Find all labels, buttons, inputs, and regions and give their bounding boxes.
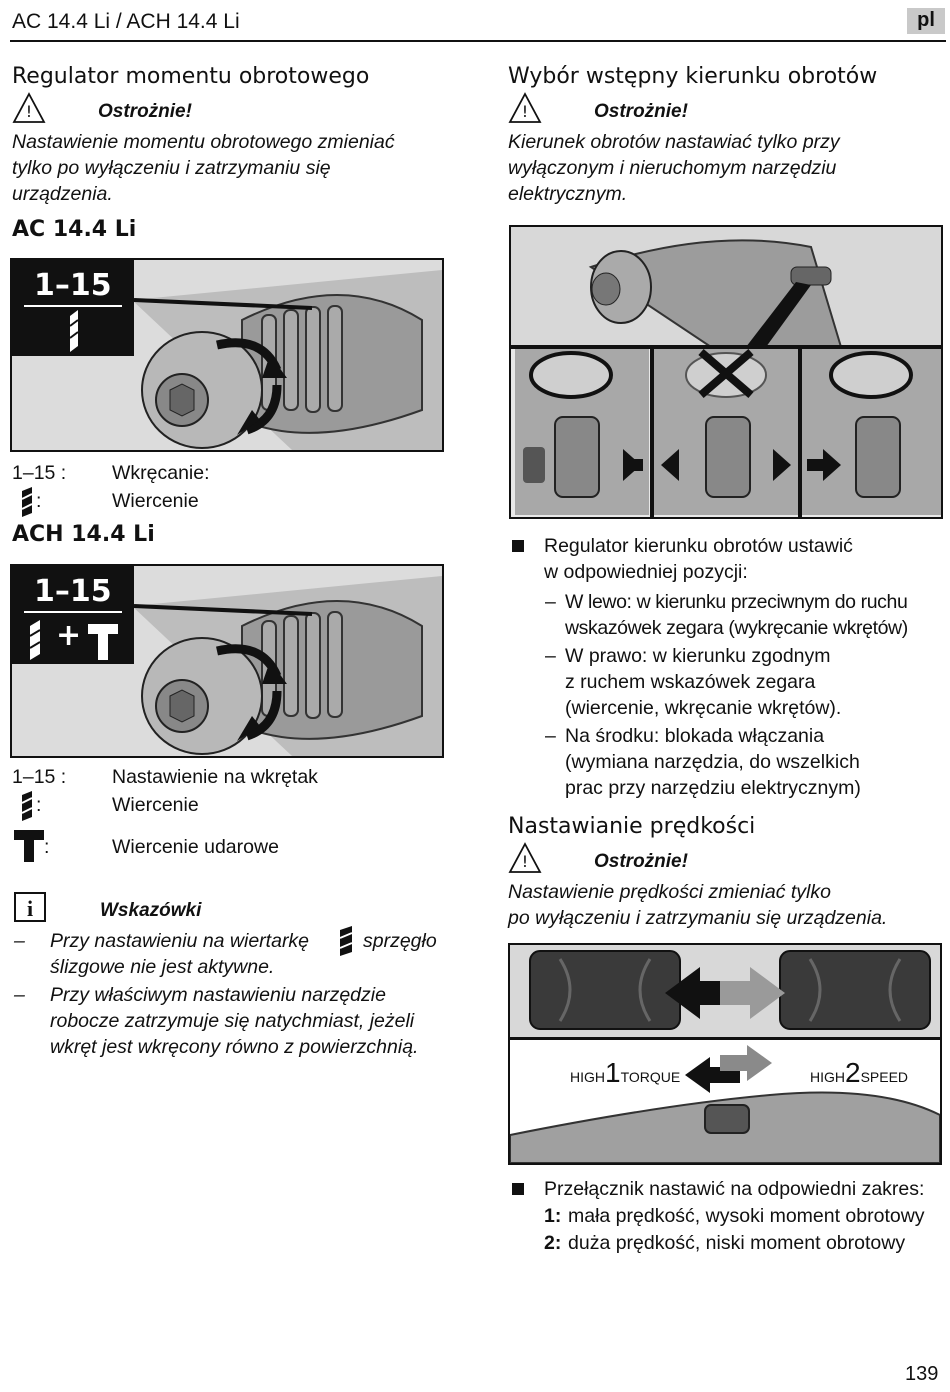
speed-item-number: 1: xyxy=(544,1205,562,1227)
svg-text:!: ! xyxy=(26,102,32,121)
legend-key: : xyxy=(36,490,42,512)
warning-line: elektrycznym. xyxy=(508,183,628,205)
ac-torque-figure: 1–15 xyxy=(10,258,444,452)
legend-value: Nastawienie na wkrętak xyxy=(112,766,318,788)
torque-section-title: Regulator momentu obrotowego xyxy=(12,64,370,89)
gear-mode-text: TORQUE xyxy=(620,1069,681,1085)
note-dash: – xyxy=(14,984,25,1006)
ac-model-heading: AC 14.4 Li xyxy=(12,217,137,242)
svg-text:i: i xyxy=(27,896,33,921)
legend-value: Wiercenie udarowe xyxy=(112,836,279,858)
speed-figure: HIGH1TORQUE HIGH2SPEED xyxy=(508,943,942,1165)
legend-key: 1–15 : xyxy=(12,462,67,484)
bullet-square xyxy=(512,540,524,552)
direction-item-middle: Na środku: blokada włączania (wymiana na… xyxy=(565,723,861,801)
item-line: W prawo: w kierunku zgodnym xyxy=(565,645,831,667)
header-divider xyxy=(10,40,946,42)
figure-plus-label: + xyxy=(56,618,82,653)
item-dash: – xyxy=(545,725,556,747)
note-dash: – xyxy=(14,930,25,952)
direction-instruction: Regulator kierunku obrotów ustawić w odp… xyxy=(544,533,853,585)
warning-line: po wyłączeniu i zatrzymaniu się urządzen… xyxy=(508,907,888,929)
language-badge: pl xyxy=(907,8,945,34)
figure-range-label: 1–15 xyxy=(34,574,112,609)
gear1-label: HIGH1TORQUE xyxy=(570,1057,680,1089)
note-text: sprzęgło xyxy=(363,930,437,952)
direction-item-left: W lewo: w kierunku przeciwnym do ruchu w… xyxy=(565,589,908,641)
note-text: ślizgowe nie jest aktywne. xyxy=(50,956,275,978)
gear-number: 2 xyxy=(845,1057,861,1088)
item-dash: – xyxy=(545,645,556,667)
item-dash: – xyxy=(545,591,556,613)
caution-row: ! xyxy=(12,92,46,129)
ach-model-heading: ACH 14.4 Li xyxy=(12,522,155,547)
info-icon: i xyxy=(14,892,46,922)
gear2-label: HIGH2SPEED xyxy=(810,1057,908,1089)
drill-icon xyxy=(21,791,33,821)
figure-range-label: 1–15 xyxy=(34,268,112,303)
warning-triangle-icon: ! xyxy=(12,92,46,123)
item-line: prac przy narzędziu elektrycznym) xyxy=(565,777,861,799)
gear-mode-text: SPEED xyxy=(860,1069,909,1085)
direction-section-title: Wybór wstępny kierunku obrotów xyxy=(508,64,878,89)
legend-key: : xyxy=(44,836,50,858)
legend-value: Wiercenie xyxy=(112,490,199,512)
warning-line: urządzenia. xyxy=(12,183,113,205)
note-line: robocze zatrzymuje się natychmiast, jeże… xyxy=(50,1010,415,1032)
note-line: Przy właściwym nastawieniu narzędzie xyxy=(50,984,386,1006)
page-number: 139 xyxy=(905,1363,939,1385)
direction-item-right: W prawo: w kierunku zgodnym z ruchem wsk… xyxy=(565,643,841,721)
hammer-icon xyxy=(14,830,44,862)
speed-instruction: Przełącznik nastawić na odpowiedni zakre… xyxy=(544,1178,925,1200)
bullet-square xyxy=(512,1183,524,1195)
caution-label: Ostrożnie! xyxy=(594,851,688,872)
speed-section-title: Nastawianie prędkości xyxy=(508,814,756,839)
gear-high-text: HIGH xyxy=(570,1069,605,1085)
note-line: wkręt jest wkręcony równo z powierzchnią… xyxy=(50,1036,419,1058)
svg-text:!: ! xyxy=(522,102,528,121)
drill-icon xyxy=(339,926,353,956)
warning-triangle-icon: ! xyxy=(508,92,542,123)
item-line: z ruchem wskazówek zegara xyxy=(565,671,816,693)
legend-key: : xyxy=(36,794,42,816)
speed-item-text: duża prędkość, niski moment obrotowy xyxy=(568,1232,906,1254)
speed-warning: Nastawienie prędkości zmieniać tylko po … xyxy=(508,879,887,931)
direction-figure xyxy=(509,225,943,519)
item-line: (wiercenie, wkręcanie wkrętów). xyxy=(565,697,842,719)
note-text: Przy nastawieniu na wiertarkę xyxy=(50,930,310,952)
drill-icon xyxy=(21,487,33,517)
note-text: Przy właściwym nastawieniu narzędzie rob… xyxy=(50,982,418,1060)
warning-line: Nastawienie prędkości zmieniać tylko xyxy=(508,881,831,903)
instruction-line: Regulator kierunku obrotów ustawić xyxy=(544,535,853,557)
torque-warning: Nastawienie momentu obrotowego zmieniać … xyxy=(12,129,395,207)
legend-key: 1–15 : xyxy=(12,766,67,788)
legend-value: Wiercenie xyxy=(112,794,199,816)
speed-item-number: 2: xyxy=(544,1232,562,1254)
warning-line: wyłączonym i nieruchomym narzędziu xyxy=(508,157,837,179)
gear-high-text: HIGH xyxy=(810,1069,845,1085)
speed-item-text: mała prędkość, wysoki moment obrotowy xyxy=(568,1205,925,1227)
header-title: AC 14.4 Li / ACH 14.4 Li xyxy=(12,10,240,33)
instruction-line: w odpowiedniej pozycji: xyxy=(544,561,748,583)
caution-label: Ostrożnie! xyxy=(594,101,688,122)
gear-number: 1 xyxy=(605,1057,621,1088)
ach-torque-figure: 1–15 + xyxy=(10,564,444,758)
svg-text:!: ! xyxy=(522,852,528,871)
warning-line: tylko po wyłączeniu i zatrzymaniu się xyxy=(12,157,331,179)
notes-title: Wskazówki xyxy=(100,900,202,921)
warning-triangle-icon: ! xyxy=(508,842,542,873)
warning-line: Nastawienie momentu obrotowego zmieniać xyxy=(12,131,395,153)
item-line: (wymiana narzędzia, do wszelkich xyxy=(565,751,860,773)
legend-value: Wkręcanie: xyxy=(112,462,210,484)
item-line: Na środku: blokada włączania xyxy=(565,725,825,747)
direction-warning: Kierunek obrotów nastawiać tylko przy wy… xyxy=(508,129,840,207)
item-line: wskazówek zegara (wykręcanie wkrętów) xyxy=(565,617,908,639)
warning-line: Kierunek obrotów nastawiać tylko przy xyxy=(508,131,840,153)
item-line: W lewo: w kierunku przeciwnym do ruchu xyxy=(565,591,908,613)
caution-label: Ostrożnie! xyxy=(98,101,192,122)
